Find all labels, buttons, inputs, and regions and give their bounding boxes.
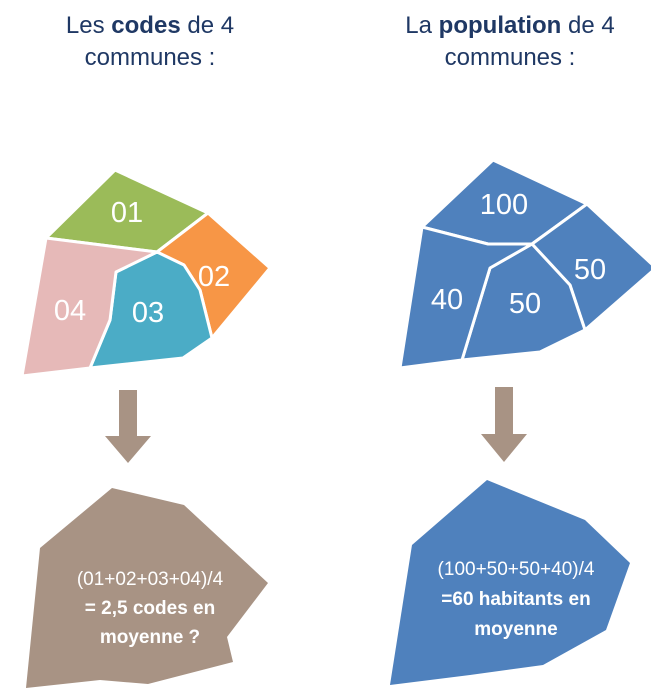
left-result-line2: = 2,5 codes en (85, 598, 215, 619)
left-down-arrow (105, 390, 151, 463)
left-title-suffix: de 4 (180, 12, 235, 39)
commune-04-label: 04 (54, 295, 86, 327)
left-result-line3: moyenne ? (100, 627, 200, 648)
codes-map (20, 168, 272, 378)
commune-left-label: 40 (431, 284, 463, 316)
right-title-suffix: de 4 (561, 12, 615, 39)
right-result-line1: (100+50+50+40)/4 (438, 559, 595, 580)
commune-03-label: 03 (132, 297, 164, 329)
commune-top-label: 100 (480, 189, 528, 221)
left-title-prefix: Les (65, 12, 112, 39)
left-title: Les codes de 4 communes : (0, 10, 300, 74)
right-result-line3: moyenne (474, 619, 557, 640)
left-title-line2: communes : (84, 44, 216, 71)
commune-left-shape (398, 225, 534, 370)
left-title-bold: codes (111, 12, 181, 39)
commune-01-label: 01 (111, 197, 143, 229)
commune-right-label: 50 (574, 254, 606, 286)
right-result-shape (390, 480, 630, 685)
right-result-line2: =60 habitants en (441, 589, 590, 610)
right-title-bold: population (438, 12, 562, 39)
commune-middle-label: 50 (509, 288, 541, 320)
population-map (398, 158, 651, 370)
right-title: La population de 4 communes : (360, 10, 651, 74)
left-result-line1: (01+02+03+04)/4 (77, 569, 224, 590)
commune-02-label: 02 (198, 261, 230, 293)
right-title-prefix: La (405, 12, 439, 39)
right-title-line2: communes : (444, 44, 576, 71)
right-down-arrow (481, 387, 527, 462)
commune-04-shape (20, 236, 159, 378)
left-result-shape (26, 488, 268, 688)
